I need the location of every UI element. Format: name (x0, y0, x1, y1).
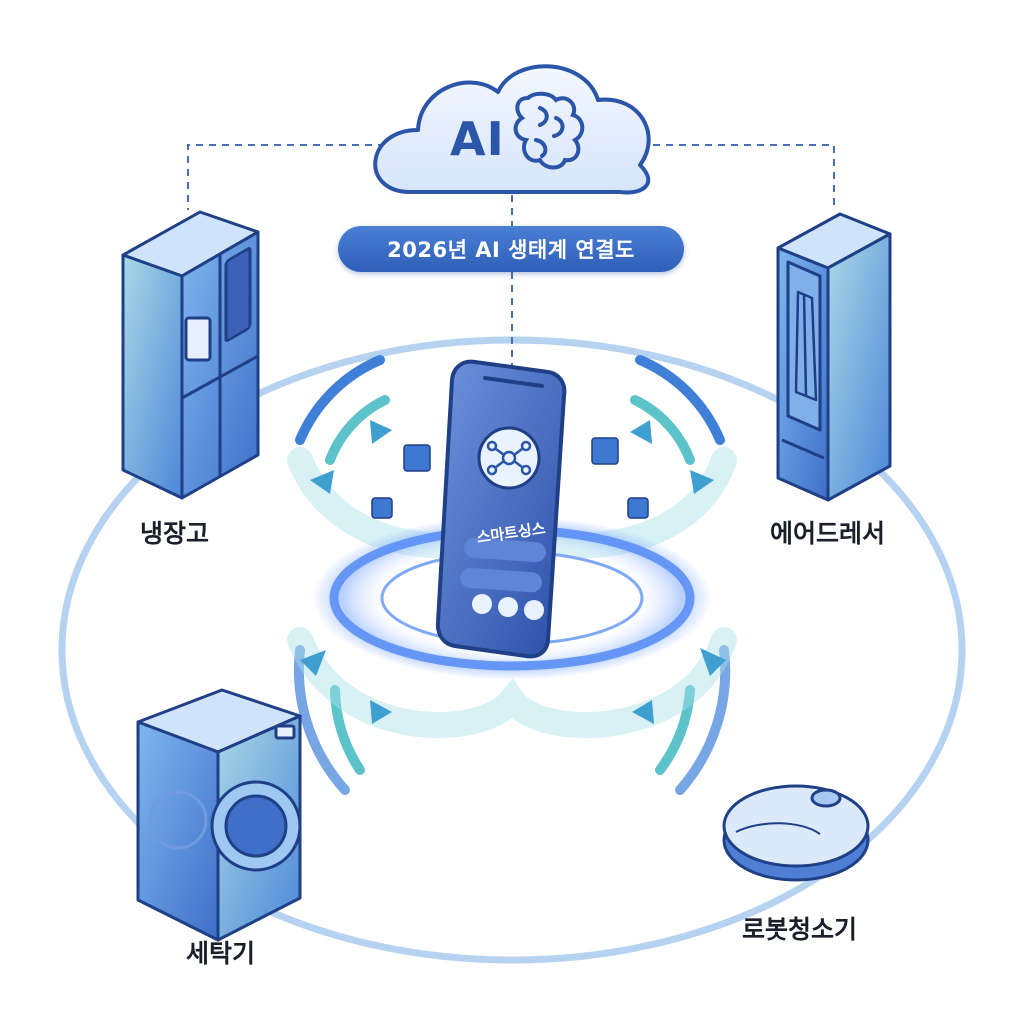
coat-icon (794, 290, 818, 402)
refrigerator-icon (121, 210, 260, 500)
device-label-washer: 세탁기 (186, 939, 256, 968)
device-label-fridge: 냉장고 (140, 519, 210, 548)
ai-cloud-label: AI (450, 112, 505, 166)
flow-arrows (300, 420, 726, 724)
data-chips (371, 437, 649, 519)
diagram-title: 2026년 AI 생태계 연결도 (338, 226, 684, 272)
smartphone-hub-icon (435, 359, 567, 659)
air-dresser-icon (776, 212, 892, 502)
ai-cloud-icon (373, 64, 651, 195)
network-nodes-icon (486, 440, 532, 476)
washing-machine-icon (136, 688, 302, 942)
device-label-robot-vacuum: 로봇청소기 (742, 915, 858, 944)
device-label-airdresser: 에어드레서 (770, 519, 886, 548)
robot-vacuum-icon (722, 784, 870, 882)
brain-icon (513, 91, 585, 170)
